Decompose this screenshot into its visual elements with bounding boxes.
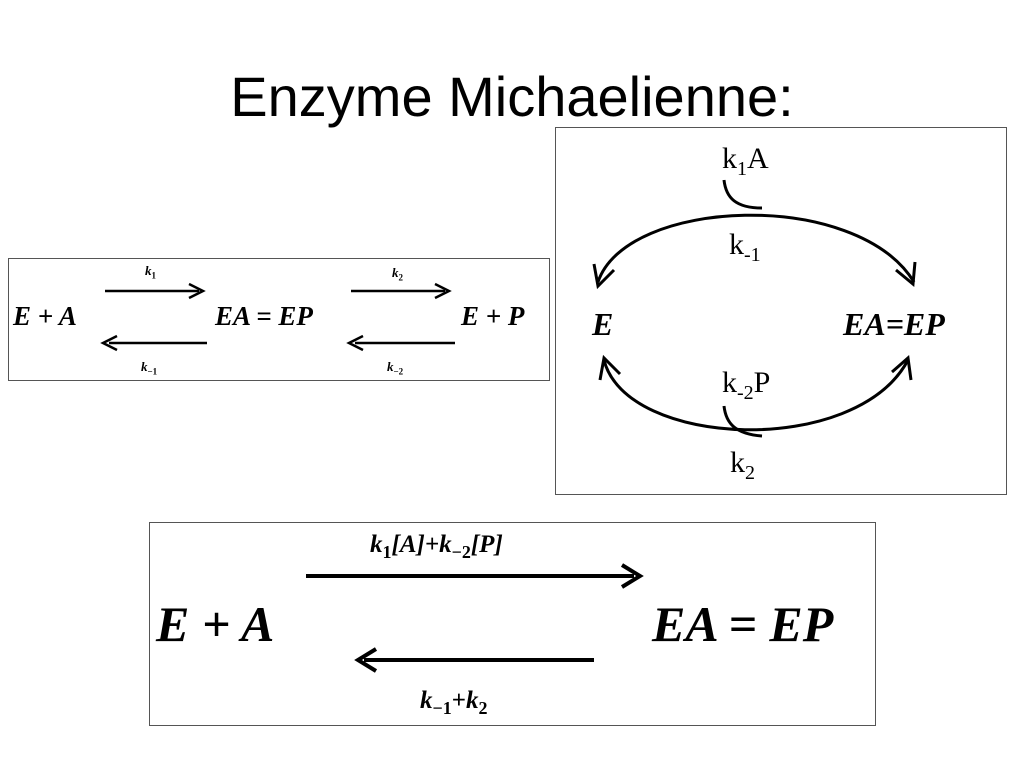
cycle-lower-arc	[602, 359, 910, 432]
cycle-top-input-curl	[722, 179, 763, 210]
reduced-scheme-box: E + A EA = EP k1[A]+k−2[P] k−1+k2	[149, 522, 876, 726]
scheme-arrows	[100, 282, 455, 352]
cycle-label-km2P: k-2P	[722, 366, 771, 404]
arrow-k2-head	[434, 282, 452, 300]
cycle-enzyme-label: E	[592, 306, 614, 342]
cycle-label-k2: k2	[730, 446, 755, 484]
reverse-rate-expression: k−1+k2	[420, 687, 488, 718]
reduced-arrows	[306, 563, 644, 673]
slide-title: Enzyme Michaelienne:	[230, 65, 794, 128]
reaction-scheme-box: E + A EA = EP E + P k1 k−1 k2 k−2	[8, 258, 550, 381]
reduced-left-species: E + A	[156, 596, 275, 652]
arrow-km1-head	[100, 334, 118, 352]
arrow-km2-head	[346, 334, 364, 352]
cycle-upper-left-head	[592, 263, 616, 290]
cycle-upper-right-head	[895, 261, 917, 287]
forward-rate-expression: k1[A]+k−2[P]	[370, 531, 503, 562]
rate-label-km2: k−2	[387, 359, 404, 377]
rate-label-km1: k−1	[141, 359, 158, 377]
cycle-diagram-box: E EA=EP k1A k-1 k-2P k2	[555, 127, 1007, 495]
scheme-middle-species: EA = EP	[215, 301, 313, 331]
cycle-bottom-input-curl	[722, 405, 763, 438]
cycle-complex-label: EA=EP	[843, 306, 945, 342]
cycle-upper-arc	[596, 213, 916, 283]
cycle-lower-right-head	[891, 355, 913, 381]
cycle-arrows	[592, 179, 917, 438]
reduced-forward-head	[620, 563, 644, 589]
scheme-left-species: E + A	[13, 301, 77, 331]
cycle-label-k1A: k1A	[722, 142, 769, 180]
rate-label-k2: k2	[392, 265, 403, 283]
scheme-right-species: E + P	[461, 301, 525, 331]
reduced-right-species: EA = EP	[652, 596, 834, 652]
cycle-label-km1: k-1	[729, 228, 761, 266]
arrow-k1-head	[188, 282, 206, 300]
cycle-lower-left-head	[598, 354, 622, 381]
reduced-reverse-head	[354, 647, 378, 673]
rate-label-k1: k1	[145, 263, 156, 281]
